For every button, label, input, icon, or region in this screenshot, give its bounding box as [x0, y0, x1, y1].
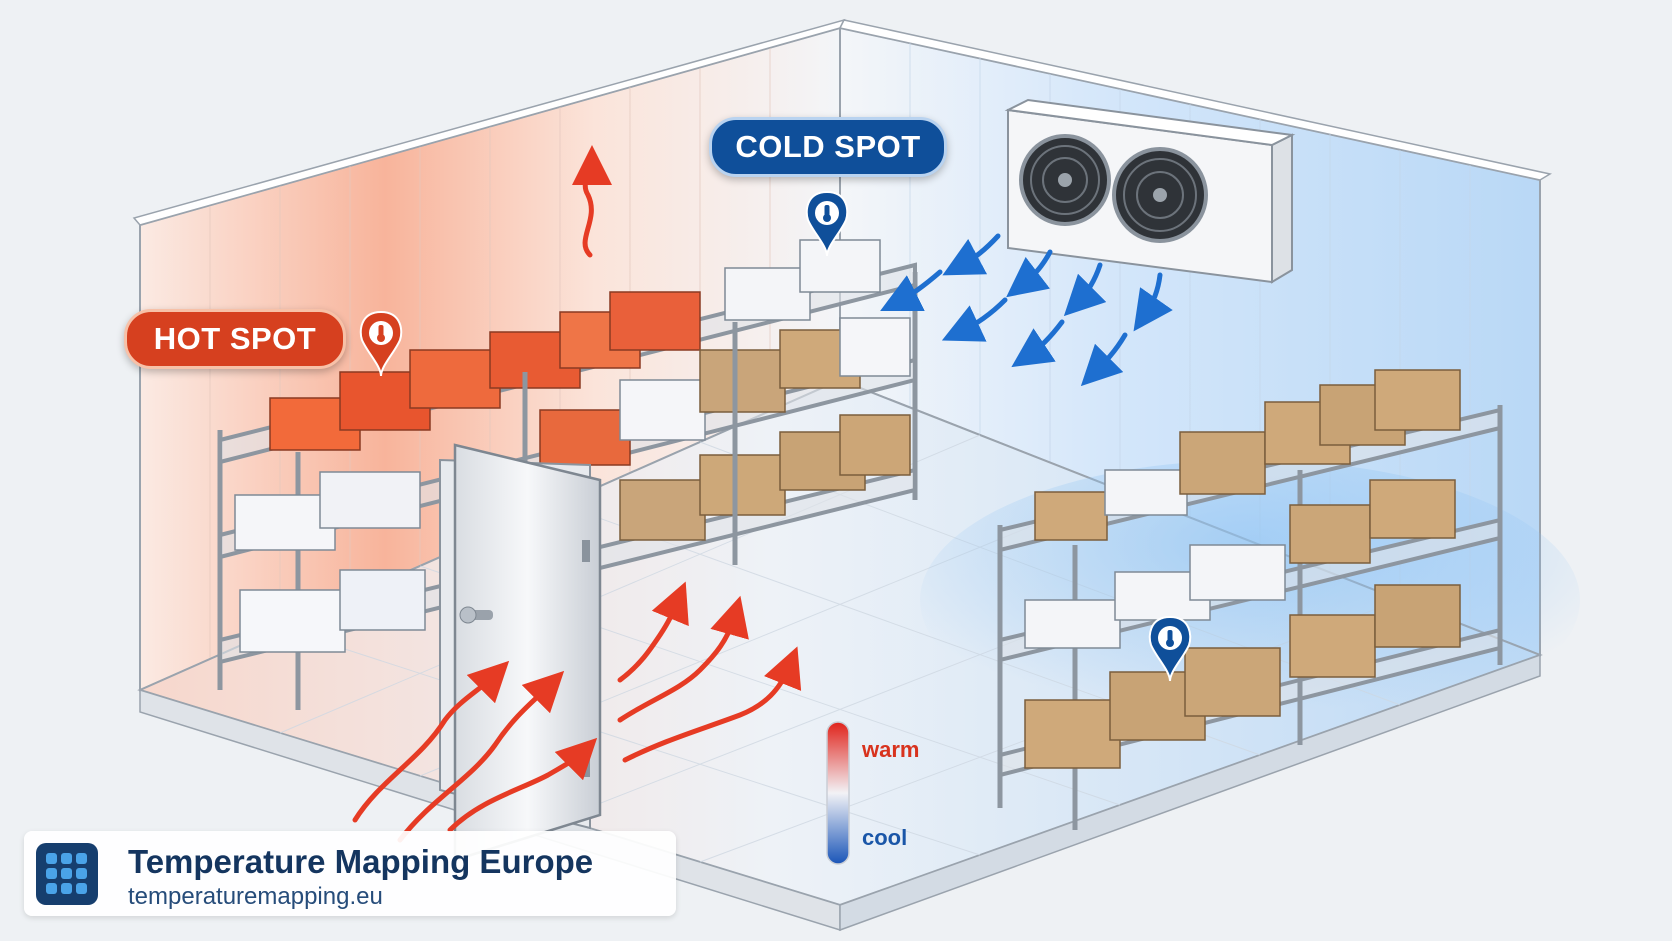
brand-title: Temperature Mapping Europe: [128, 843, 594, 880]
hot-spot-callout: HOT SPOT: [124, 309, 346, 369]
grid-logo-icon: [36, 843, 98, 905]
boxes-right: [1024, 369, 1461, 769]
thermometer-pin-icon: [1148, 615, 1192, 682]
boxes-left-middle: [234, 317, 911, 551]
brand-url: temperaturemapping.eu: [128, 883, 383, 910]
boxes-left-top: [269, 239, 881, 451]
cold-spot-callout: COLD SPOT: [709, 117, 947, 177]
evaporator-unit: [1004, 98, 1296, 284]
door: [439, 443, 602, 862]
warm-airflow-arrows: [352, 145, 802, 843]
cold-airflow-arrows: [880, 233, 1173, 387]
thermometer-pin-icon: [805, 190, 849, 257]
boxes-left-bottom: [239, 414, 911, 653]
brand-card: Temperature Mapping Europe temperaturema…: [24, 831, 676, 916]
thermometer-pin-icon: [359, 310, 403, 377]
scale-label-warm: warm: [862, 737, 920, 762]
temperature-scale-bar: [826, 721, 850, 865]
fan-icon: [1019, 134, 1111, 226]
scale-label-cool: cool: [862, 825, 908, 850]
fan-icon: [1112, 147, 1208, 243]
